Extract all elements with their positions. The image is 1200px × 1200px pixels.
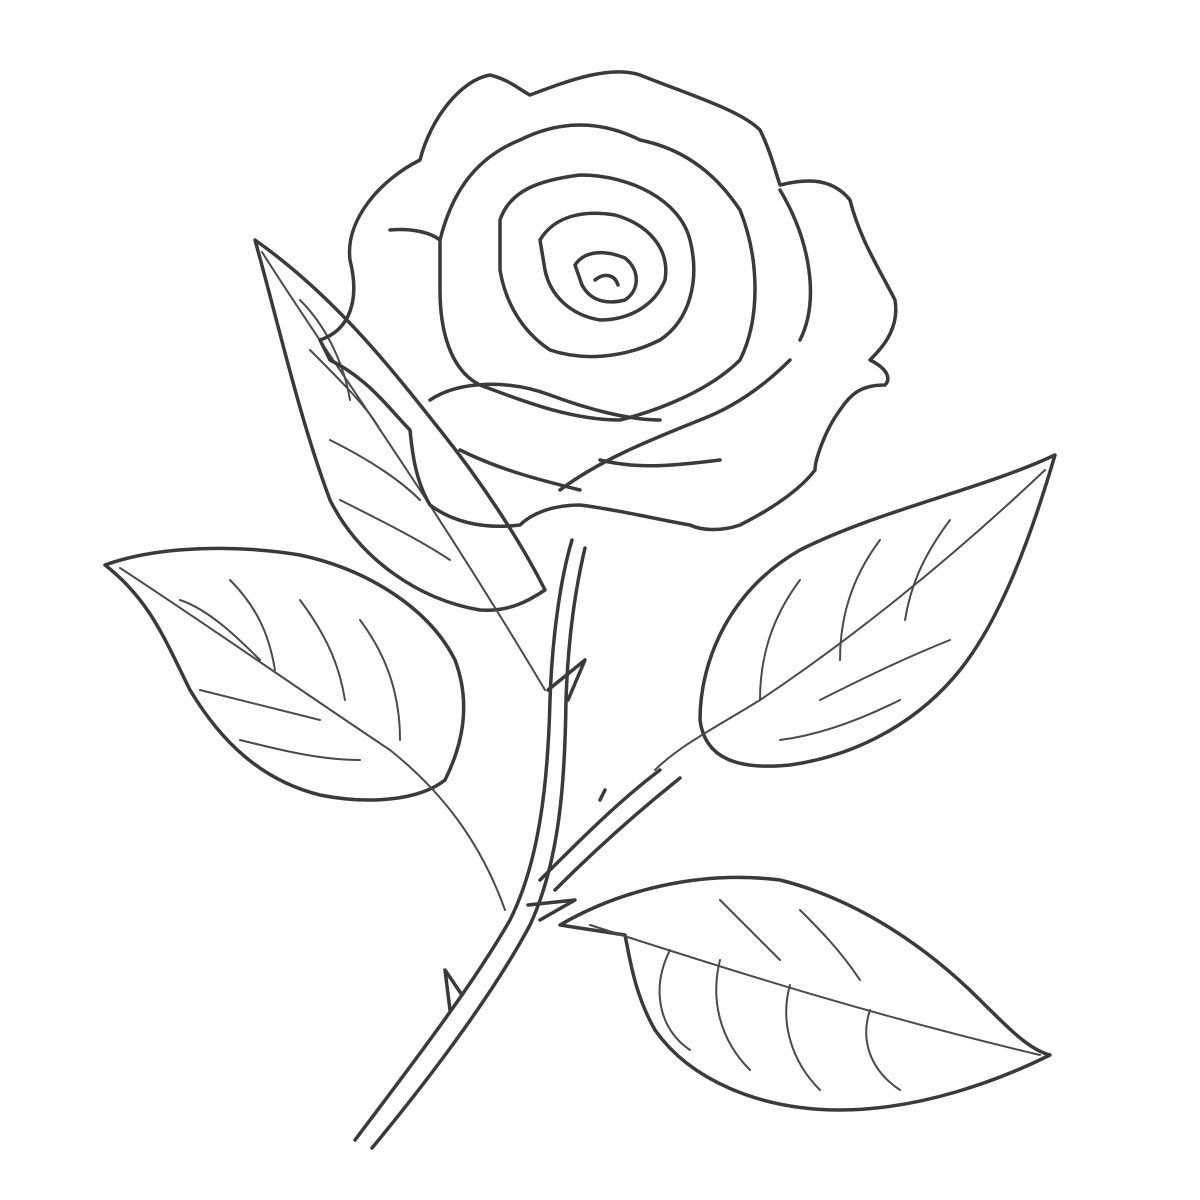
leaf-bottom-right	[558, 875, 1052, 1112]
leaf-top-left	[253, 238, 547, 691]
leaf-left	[103, 546, 506, 911]
stem	[353, 538, 682, 1150]
leaf-right	[654, 453, 1057, 771]
rose-bloom	[318, 70, 898, 532]
